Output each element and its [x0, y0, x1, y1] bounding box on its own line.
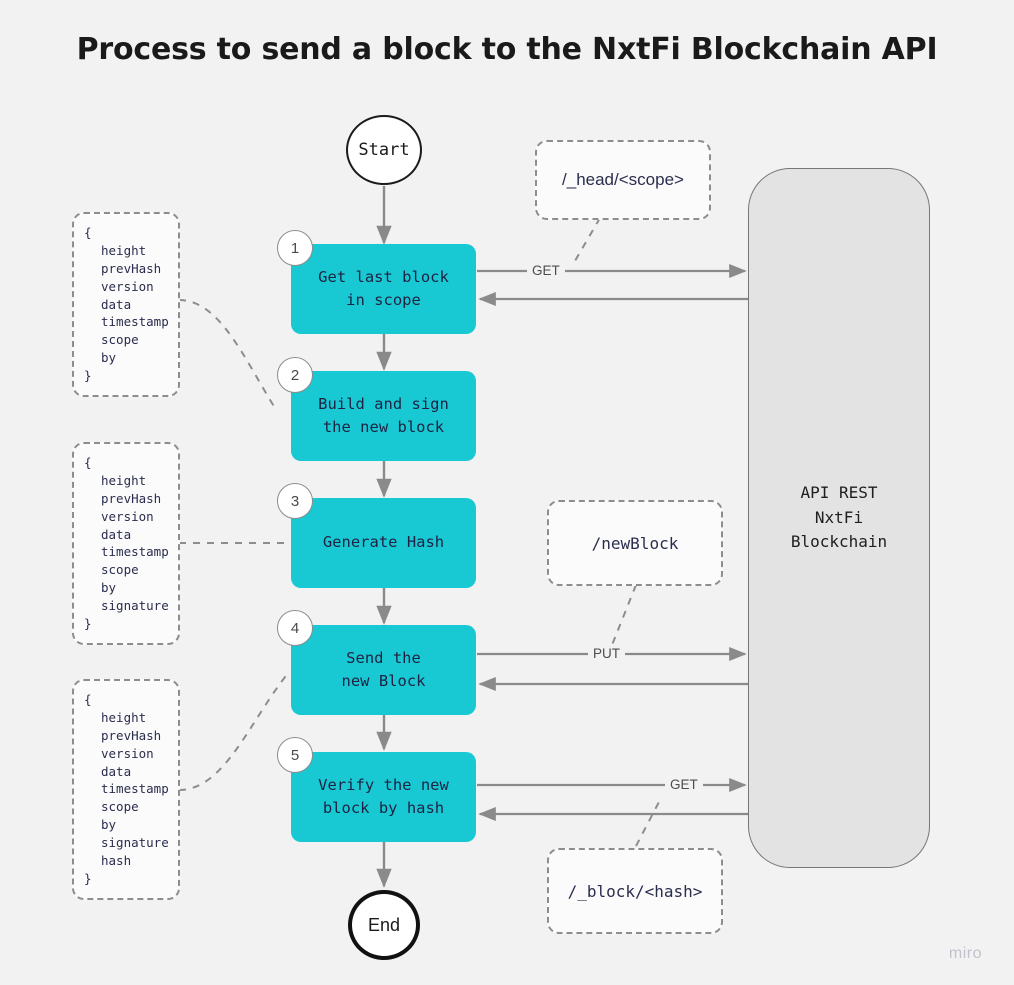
payload-box-1: { height prevHash version data timestamp… — [72, 212, 180, 397]
step-box-5[interactable]: Verify the new block by hash — [291, 752, 476, 842]
step-badge-3: 3 — [277, 483, 313, 519]
payload-field: scope — [101, 332, 139, 348]
step-box-2[interactable]: Build and sign the new block — [291, 371, 476, 461]
step-box-4[interactable]: Send the new Block — [291, 625, 476, 715]
verb-label-put: PUT — [588, 646, 625, 661]
payload-field: scope — [101, 562, 139, 578]
payload-field: timestamp — [101, 314, 169, 330]
step-box-3[interactable]: Generate Hash — [291, 498, 476, 588]
payload-close-brace: } — [84, 615, 92, 631]
endpoint-callout-head: /_head/<scope> — [535, 140, 711, 220]
payload-field: version — [101, 745, 154, 761]
payload-field: version — [101, 508, 154, 524]
payload-field: height — [101, 709, 147, 725]
payload-open-brace: { — [84, 455, 92, 470]
payload-field: height — [101, 242, 147, 258]
payload-field: prevHash — [101, 260, 162, 276]
payload-field: by — [101, 817, 117, 833]
endpoint-callout-newblock: /newBlock — [547, 500, 723, 586]
payload-field: data — [101, 763, 132, 779]
step-badge-5: 5 — [277, 737, 313, 773]
payload-field: scope — [101, 799, 139, 815]
end-terminator[interactable]: End — [348, 890, 420, 960]
step-badge-4: 4 — [277, 610, 313, 646]
payload-field: version — [101, 278, 154, 294]
api-rest-panel[interactable]: API REST NxtFi Blockchain — [748, 168, 930, 868]
payload-field: hash — [101, 852, 132, 868]
page-title: Process to send a block to the NxtFi Blo… — [76, 32, 938, 67]
payload-open-brace: { — [84, 692, 92, 707]
payload-field: signature — [101, 598, 169, 613]
payload-field: data — [101, 526, 132, 542]
start-terminator[interactable]: Start — [346, 115, 422, 185]
payload-field: timestamp — [101, 544, 169, 560]
payload-field: by — [101, 350, 117, 366]
payload-open-brace: { — [84, 225, 92, 240]
payload-close-brace: } — [84, 870, 92, 886]
payload-close-brace: } — [84, 368, 92, 383]
payload-field: prevHash — [101, 490, 162, 506]
payload-field: height — [101, 472, 147, 488]
payload-field: signature — [101, 835, 169, 850]
step-box-1[interactable]: Get last block in scope — [291, 244, 476, 334]
payload-box-2: { height prevHash version data timestamp… — [72, 442, 180, 645]
step-badge-1: 1 — [277, 230, 313, 266]
payload-field: timestamp — [101, 781, 169, 797]
step-badge-2: 2 — [277, 357, 313, 393]
verb-label-get-1: GET — [527, 263, 565, 278]
payload-field: by — [101, 580, 117, 596]
miro-watermark: miro — [948, 945, 982, 962]
endpoint-callout-block: /_block/<hash> — [547, 848, 723, 934]
payload-field: data — [101, 296, 132, 312]
payload-box-3: { height prevHash version data timestamp… — [72, 679, 180, 900]
verb-label-get-2: GET — [665, 777, 703, 792]
payload-field: prevHash — [101, 727, 162, 743]
